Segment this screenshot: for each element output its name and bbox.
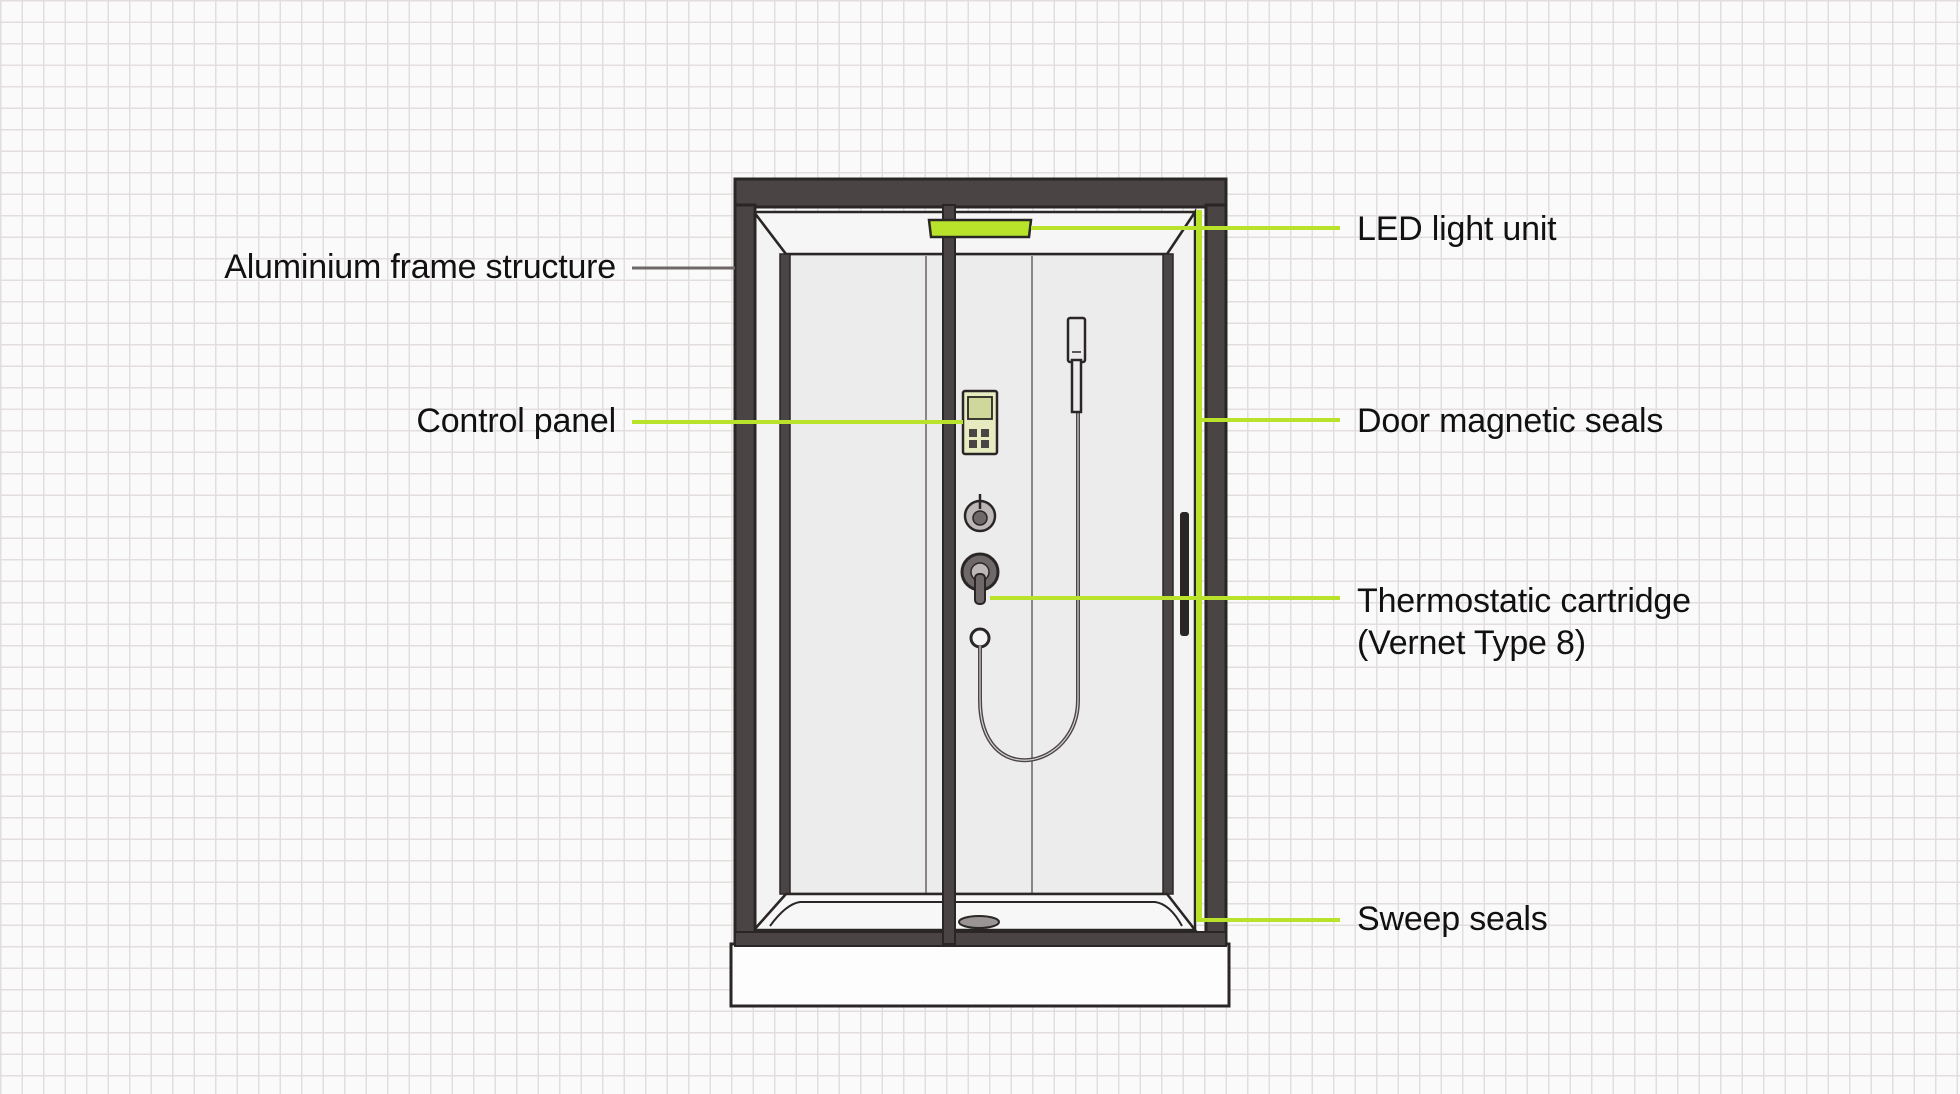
led-light-icon	[927, 218, 1033, 239]
label-cartridge-line2: (Vernet Type 8)	[1357, 624, 1586, 662]
label-sweep-seals: Sweep seals	[1357, 900, 1548, 938]
label-led-light: LED light unit	[1357, 210, 1557, 248]
door-center-post	[942, 204, 956, 945]
label-cartridge-line1: Thermostatic cartridge	[1357, 582, 1691, 620]
frame-right-post	[1204, 203, 1228, 946]
thermostatic-mixer-icon	[960, 552, 1000, 605]
frame-left-post	[733, 203, 757, 946]
door-handle	[1180, 512, 1189, 636]
shower-base-tray	[729, 942, 1231, 1008]
hose-outlet-icon	[969, 627, 991, 649]
diverter-knob-icon	[963, 494, 997, 533]
label-control-panel: Control panel	[416, 402, 616, 440]
label-aluminium-frame: Aluminium frame structure	[224, 248, 616, 286]
label-door-seals: Door magnetic seals	[1357, 402, 1664, 440]
drain-icon	[958, 915, 1000, 929]
frame-top-rail	[733, 177, 1228, 209]
label-thermostatic-cartridge: Thermostatic cartridge (Vernet Type 8)	[1357, 580, 1691, 664]
door-magnetic-seal-strip	[1196, 210, 1202, 922]
hand-shower-icon	[1066, 316, 1087, 414]
frame-bottom-rail	[734, 931, 1227, 947]
